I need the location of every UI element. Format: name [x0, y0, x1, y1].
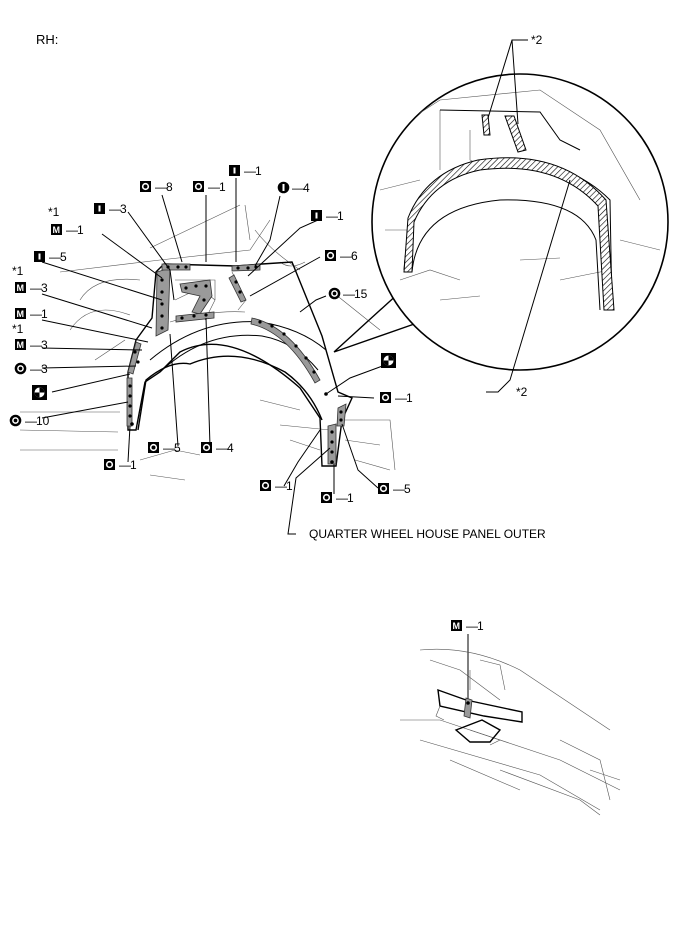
svg-text:—: — — [336, 491, 348, 505]
svg-text:*1: *1 — [12, 322, 24, 336]
svg-text:1: 1 — [130, 458, 137, 472]
callout-i-5: —5 — [34, 250, 67, 264]
callout-leaders — [41, 178, 389, 535]
callout-m-1-b: M —1 — [15, 307, 48, 321]
callout-circle-o-10: —10 — [9, 414, 50, 428]
callout-m-1-a: M —1 — [51, 223, 84, 237]
svg-text:—: — — [30, 281, 42, 295]
svg-text:—: — — [393, 482, 405, 496]
svg-text:—: — — [49, 250, 61, 264]
svg-text:1: 1 — [255, 164, 262, 178]
svg-text:—: — — [66, 223, 78, 237]
svg-text:3: 3 — [41, 338, 48, 352]
svg-text:5: 5 — [60, 250, 67, 264]
svg-text:1: 1 — [347, 491, 354, 505]
callout-o-1-left: —1 — [104, 458, 137, 472]
svg-text:—: — — [208, 180, 220, 194]
diamond-circle-symbol-left — [32, 385, 47, 400]
svg-text:5: 5 — [404, 482, 411, 496]
svg-text:—: — — [275, 479, 287, 493]
svg-text:1: 1 — [477, 619, 484, 633]
callout-o-1-rightmid: —1 — [380, 391, 413, 405]
svg-text:*1: *1 — [12, 264, 24, 278]
callout-o-1-bottom: —1 — [260, 479, 293, 493]
callout-m-3-b: M —3 — [15, 338, 48, 352]
svg-text:10: 10 — [36, 414, 50, 428]
callout-o-4-low: —4 — [201, 441, 234, 455]
callout-i-3: —3 — [94, 202, 127, 216]
trunk-detail-view: M —1 — [400, 619, 621, 816]
callout-i-1-right: —1 — [311, 209, 344, 223]
svg-text:—: — — [292, 181, 304, 195]
callout-m-3-a: M —3 — [15, 281, 48, 295]
callout-o-1-bottom2: —1 — [321, 491, 354, 505]
svg-text:3: 3 — [120, 202, 127, 216]
callout-circle-o-15: —15 — [328, 287, 368, 301]
svg-text:1: 1 — [77, 223, 84, 237]
svg-text:—: — — [395, 391, 407, 405]
callout-o-5-right: —5 — [378, 482, 411, 496]
svg-text:M: M — [17, 340, 25, 350]
callout-o-1-top: —1 — [193, 180, 226, 194]
svg-text:M: M — [17, 283, 25, 293]
svg-text:—: — — [466, 619, 478, 633]
svg-text:3: 3 — [41, 362, 48, 376]
svg-text:M: M — [453, 621, 461, 631]
main-body-drawing — [19, 204, 396, 481]
svg-text:4: 4 — [303, 181, 310, 195]
svg-text:1: 1 — [41, 307, 48, 321]
svg-text:—: — — [163, 441, 175, 455]
svg-text:—: — — [216, 441, 228, 455]
svg-text:—: — — [326, 209, 338, 223]
svg-text:1: 1 — [219, 180, 226, 194]
svg-text:M: M — [53, 225, 61, 235]
side-label: RH: — [36, 32, 58, 47]
svg-text:M: M — [17, 309, 25, 319]
svg-text:5: 5 — [174, 441, 181, 455]
svg-text:—: — — [25, 414, 37, 428]
svg-text:—: — — [109, 202, 121, 216]
svg-text:15: 15 — [354, 287, 368, 301]
callouts: —8 —1 —1 —4 —3 *1 M —1 —1 —6 —5 *1 M —3 — [9, 164, 413, 505]
svg-text:1: 1 — [286, 479, 293, 493]
callout-i-1-top: —1 — [229, 164, 262, 178]
callout-circle-o-3: —3 — [14, 362, 48, 376]
callout-o-6: —6 — [325, 249, 358, 263]
svg-text:*1: *1 — [48, 205, 60, 219]
svg-text:—: — — [244, 164, 256, 178]
svg-text:—: — — [30, 307, 42, 321]
svg-text:3: 3 — [41, 281, 48, 295]
svg-text:—: — — [340, 249, 352, 263]
svg-text:4: 4 — [227, 441, 234, 455]
part-name-label: QUARTER WHEEL HOUSE PANEL OUTER — [309, 527, 546, 541]
svg-text:1: 1 — [406, 391, 413, 405]
svg-text:6: 6 — [351, 249, 358, 263]
svg-text:8: 8 — [166, 180, 173, 194]
detail-label-top: *2 — [531, 33, 543, 47]
callout-circle-i-4: —4 — [277, 181, 310, 195]
diamond-circle-symbol-right — [381, 353, 396, 368]
svg-text:—: — — [155, 180, 167, 194]
detail-zoom-bubble: *2 *2 — [333, 33, 669, 399]
svg-text:—: — — [30, 362, 42, 376]
callout-m-1-detail: M —1 — [451, 619, 484, 633]
detail-label-bottom: *2 — [516, 385, 528, 399]
svg-text:—: — — [30, 338, 42, 352]
svg-text:—: — — [119, 458, 131, 472]
svg-text:—: — — [343, 287, 355, 301]
callout-o-5-low: —5 — [148, 441, 181, 455]
callout-o-8: —8 — [140, 180, 173, 194]
svg-text:1: 1 — [337, 209, 344, 223]
